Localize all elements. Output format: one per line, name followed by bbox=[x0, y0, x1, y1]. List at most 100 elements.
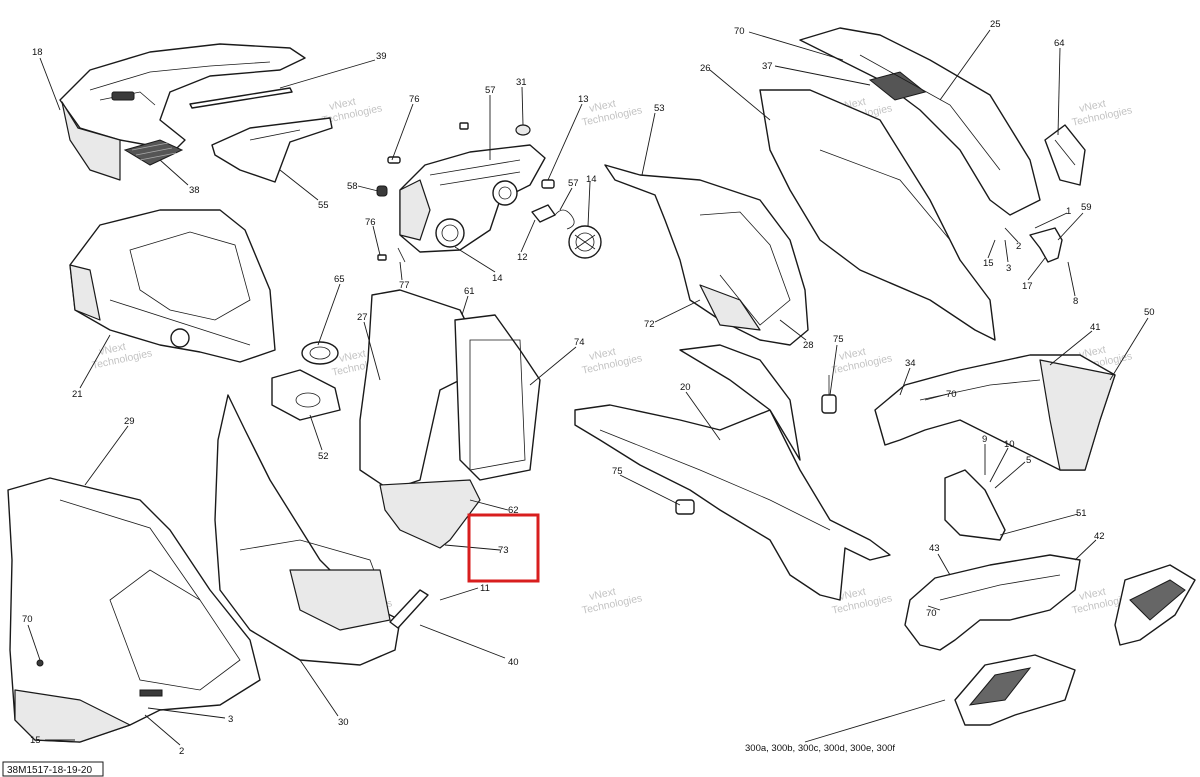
callout: 77 bbox=[399, 280, 410, 291]
callout: 62 bbox=[508, 505, 519, 516]
callout: 43 bbox=[929, 543, 940, 554]
part-mount-bracket bbox=[1029, 227, 1063, 263]
callout: 18 bbox=[32, 47, 43, 58]
part-bracket-bar bbox=[389, 589, 429, 629]
callout: 53 bbox=[654, 103, 665, 114]
callout: 57 bbox=[568, 178, 579, 189]
callout: 40 bbox=[508, 657, 519, 668]
callout: 41 bbox=[1090, 322, 1101, 333]
svg-text:vNext: vNext bbox=[328, 96, 357, 113]
part-tail-light-lower bbox=[954, 654, 1076, 726]
svg-text:vNext: vNext bbox=[838, 586, 867, 603]
callout: 65 bbox=[334, 274, 345, 285]
callout: 15 bbox=[30, 735, 41, 746]
callout: 59 bbox=[1081, 202, 1092, 213]
callout: 8 bbox=[1073, 296, 1078, 307]
part-front-fender bbox=[214, 394, 401, 666]
part-grommet bbox=[515, 124, 531, 136]
part-socket bbox=[531, 204, 575, 230]
callout-labels: 18 39 38 55 76 57 31 13 53 58 57 14 76 1… bbox=[22, 19, 1155, 757]
callout: 37 bbox=[762, 61, 773, 72]
callout: 29 bbox=[124, 416, 135, 427]
callout: 3 bbox=[1006, 263, 1011, 274]
part-rear-panel bbox=[759, 27, 1041, 341]
part-connector-b bbox=[675, 499, 695, 515]
callout: 70 bbox=[926, 608, 937, 619]
part-dash-console bbox=[69, 209, 276, 363]
svg-text:vNext: vNext bbox=[1078, 98, 1107, 115]
callout: 61 bbox=[464, 286, 475, 297]
callout: 51 bbox=[1076, 508, 1087, 519]
part-bulb bbox=[541, 179, 555, 189]
callout: 73 bbox=[498, 545, 509, 556]
callout: 55 bbox=[318, 200, 329, 211]
part-grille bbox=[123, 139, 184, 166]
part-center-cover bbox=[604, 164, 809, 346]
svg-text:vNext: vNext bbox=[1078, 344, 1107, 361]
callout: 12 bbox=[517, 252, 528, 263]
part-connector-a bbox=[821, 375, 837, 414]
callout: 1 bbox=[1066, 206, 1071, 217]
callout: 57 bbox=[485, 85, 496, 96]
part-nose-cowl bbox=[59, 43, 306, 181]
svg-text:vNext: vNext bbox=[838, 346, 867, 363]
callout: 3 bbox=[228, 714, 233, 725]
callout: 21 bbox=[72, 389, 83, 400]
callout: 75 bbox=[612, 466, 623, 477]
callout: 27 bbox=[357, 312, 368, 323]
callout: 14 bbox=[492, 273, 503, 284]
part-small-hardware bbox=[376, 122, 469, 263]
part-lower-rear-panel bbox=[904, 554, 1081, 651]
svg-text:38M1517-18-19-20: 38M1517-18-19-20 bbox=[7, 765, 92, 776]
callout: 58 bbox=[347, 181, 358, 192]
callout: 10 bbox=[1004, 439, 1015, 450]
svg-text:vNext: vNext bbox=[588, 586, 617, 603]
part-trim-strip bbox=[189, 87, 293, 109]
svg-text:vNext: vNext bbox=[98, 341, 127, 358]
part-ring bbox=[301, 341, 339, 365]
part-side-panel bbox=[211, 117, 333, 183]
leader-lines bbox=[27, 29, 1149, 746]
diagram-ref: 38M1517-18-19-20 bbox=[2, 761, 104, 777]
callout: 17 bbox=[1022, 281, 1033, 292]
svg-text:vNext: vNext bbox=[1078, 586, 1107, 603]
part-tunnel bbox=[574, 344, 891, 601]
callout: 25 bbox=[990, 19, 1001, 30]
part-panel-set bbox=[359, 289, 541, 549]
svg-text:vNext: vNext bbox=[588, 346, 617, 363]
callout: 11 bbox=[480, 583, 490, 594]
callout: 15 bbox=[983, 258, 994, 269]
part-rear-side-panel bbox=[874, 354, 1116, 471]
callout: 52 bbox=[318, 451, 329, 462]
callout: 34 bbox=[905, 358, 916, 369]
part-ring-bracket bbox=[271, 369, 341, 421]
callout: 70 bbox=[734, 26, 745, 37]
part-reflector bbox=[1044, 124, 1086, 186]
callout: 30 bbox=[338, 717, 349, 728]
callout: 5 bbox=[1026, 455, 1031, 466]
part-lower-side-panel bbox=[7, 477, 261, 743]
callout: 39 bbox=[376, 51, 387, 62]
callout: 2 bbox=[1016, 241, 1021, 252]
callout: 9 bbox=[982, 434, 987, 445]
callout: 300a, 300b, 300c, 300d, 300e, 300f bbox=[745, 743, 895, 754]
callout: 38 bbox=[189, 185, 200, 196]
part-headlight-assembly bbox=[399, 144, 546, 253]
callout: 2 bbox=[179, 746, 184, 757]
callout: 70 bbox=[946, 389, 957, 400]
part-side-deflector bbox=[944, 469, 1006, 541]
callout: 72 bbox=[644, 319, 655, 330]
callout: 28 bbox=[803, 340, 814, 351]
part-tail-light-upper bbox=[1114, 564, 1196, 646]
callout: 42 bbox=[1094, 531, 1105, 542]
callout: 50 bbox=[1144, 307, 1155, 318]
highlight-box bbox=[467, 513, 540, 583]
callout: 76 bbox=[409, 94, 420, 105]
callout: 31 bbox=[516, 77, 527, 88]
callout: 75 bbox=[833, 334, 844, 345]
